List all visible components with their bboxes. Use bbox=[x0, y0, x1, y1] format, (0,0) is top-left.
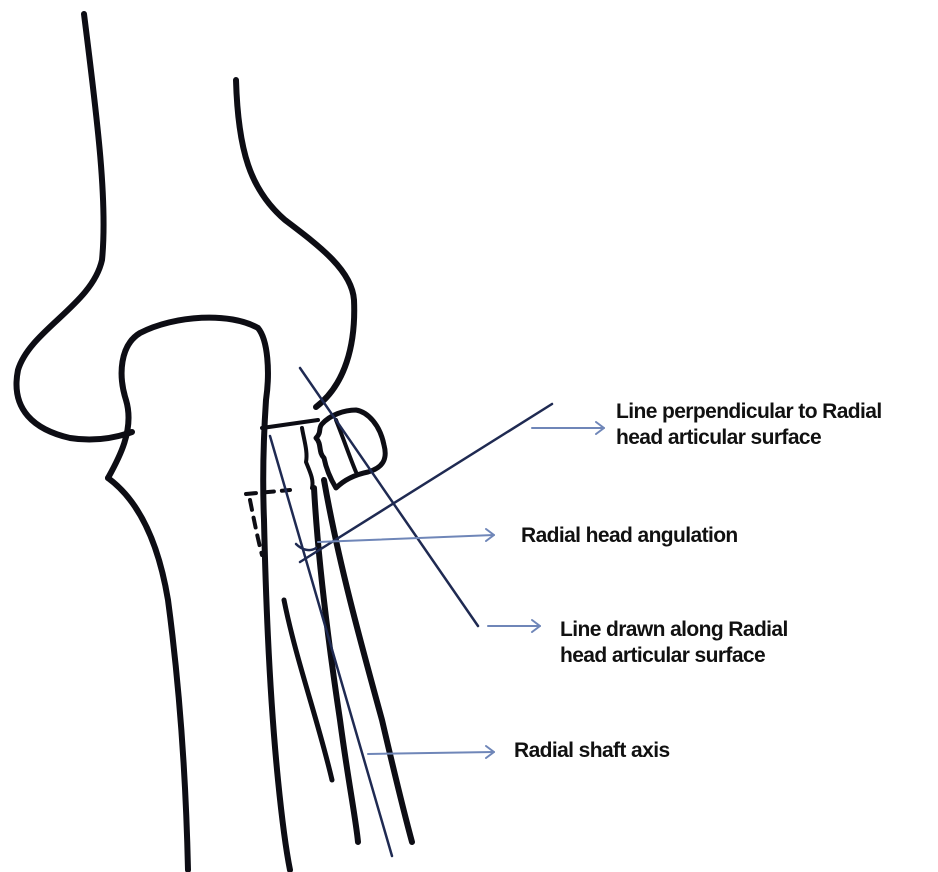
label-shaft-axis: Radial shaft axis bbox=[514, 738, 670, 764]
label-perpendicular-line-1: Line perpendicular to Radial bbox=[616, 399, 882, 425]
humerus-outline bbox=[17, 14, 355, 440]
label-perpendicular: Line perpendicular to Radial head articu… bbox=[616, 399, 882, 451]
arrow-perpendicular bbox=[532, 422, 604, 434]
radius-outline bbox=[246, 410, 412, 842]
humerus-left-edge bbox=[17, 14, 132, 440]
ulna-olecranon bbox=[108, 318, 268, 520]
label-articular-surface-line-1: Line drawn along Radial bbox=[560, 617, 788, 643]
label-perpendicular-line-2: head articular surface bbox=[616, 425, 882, 451]
label-shaft-axis-line-1: Radial shaft axis bbox=[514, 738, 670, 764]
radius-shaft-right bbox=[324, 480, 412, 842]
ulna-right-shaft bbox=[264, 520, 290, 870]
ulna-coronoid-edge bbox=[262, 420, 318, 428]
ulna-outline bbox=[108, 318, 318, 870]
reference-lines bbox=[270, 368, 552, 856]
arrow-articular-surface bbox=[488, 620, 540, 632]
label-articular-surface: Line drawn along Radial head articular s… bbox=[560, 617, 788, 669]
label-angulation-line-1: Radial head angulation bbox=[521, 523, 738, 549]
radius-neck-fracture bbox=[302, 428, 313, 488]
fracture-dashed-edge bbox=[246, 490, 290, 555]
ulna-left-shaft bbox=[108, 478, 188, 870]
label-articular-surface-line-2: head articular surface bbox=[560, 643, 788, 669]
label-angulation: Radial head angulation bbox=[521, 523, 738, 549]
angulation-arc bbox=[296, 544, 316, 550]
radial-shaft-axis-line bbox=[270, 436, 392, 856]
humerus-right-edge bbox=[236, 80, 354, 407]
